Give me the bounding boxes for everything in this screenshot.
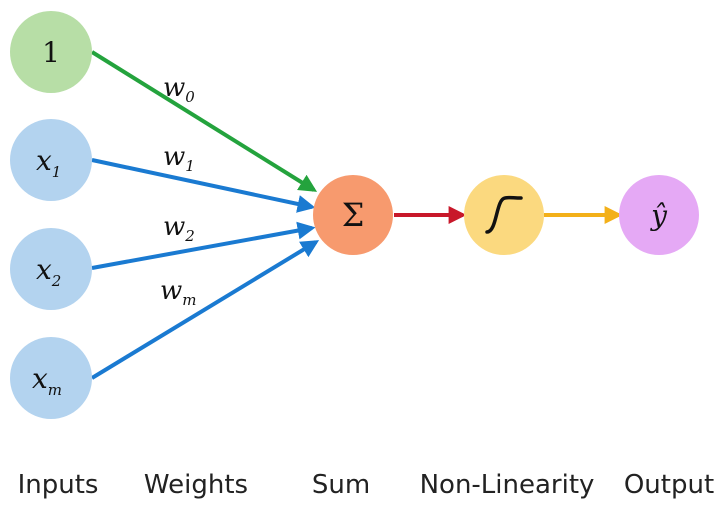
svg-text:x1: x1 (36, 144, 61, 181)
edge-x1-to-sum (91, 158, 316, 213)
weight-label-w2: w2 (163, 212, 195, 245)
input-node-x1: x1 (10, 119, 92, 201)
svg-text:xm: xm (32, 362, 62, 399)
sigma-icon: Σ (342, 196, 365, 234)
weight-label-w0: w0 (163, 73, 195, 106)
column-label-weights: Weights (143, 470, 249, 500)
input-node-x2: x2 (10, 228, 92, 310)
column-label-sum: Sum (311, 470, 371, 500)
bias-node-label: 1 (42, 36, 60, 69)
edge-bias-to-sum (90, 50, 318, 192)
column-label-output: Output (623, 470, 715, 500)
edge-xm-to-sum (90, 240, 320, 380)
activation-node (464, 175, 544, 255)
svg-text:x2: x2 (36, 253, 61, 290)
column-label-inputs: Inputs (17, 470, 99, 500)
sum-node: Σ (313, 175, 393, 255)
column-label-non-linearity: Non-Linearity (419, 470, 595, 500)
output-node: ŷ (619, 175, 699, 255)
weight-label-wm: wm (160, 276, 197, 309)
edge-x2-to-sum (91, 221, 316, 270)
input-node-xm: xm (10, 337, 92, 419)
weight-label-w1: w1 (163, 142, 195, 175)
sigmoid-curve-icon (485, 195, 523, 234)
output-node-label: ŷ (649, 199, 668, 232)
bias-node: 1 (10, 11, 92, 93)
